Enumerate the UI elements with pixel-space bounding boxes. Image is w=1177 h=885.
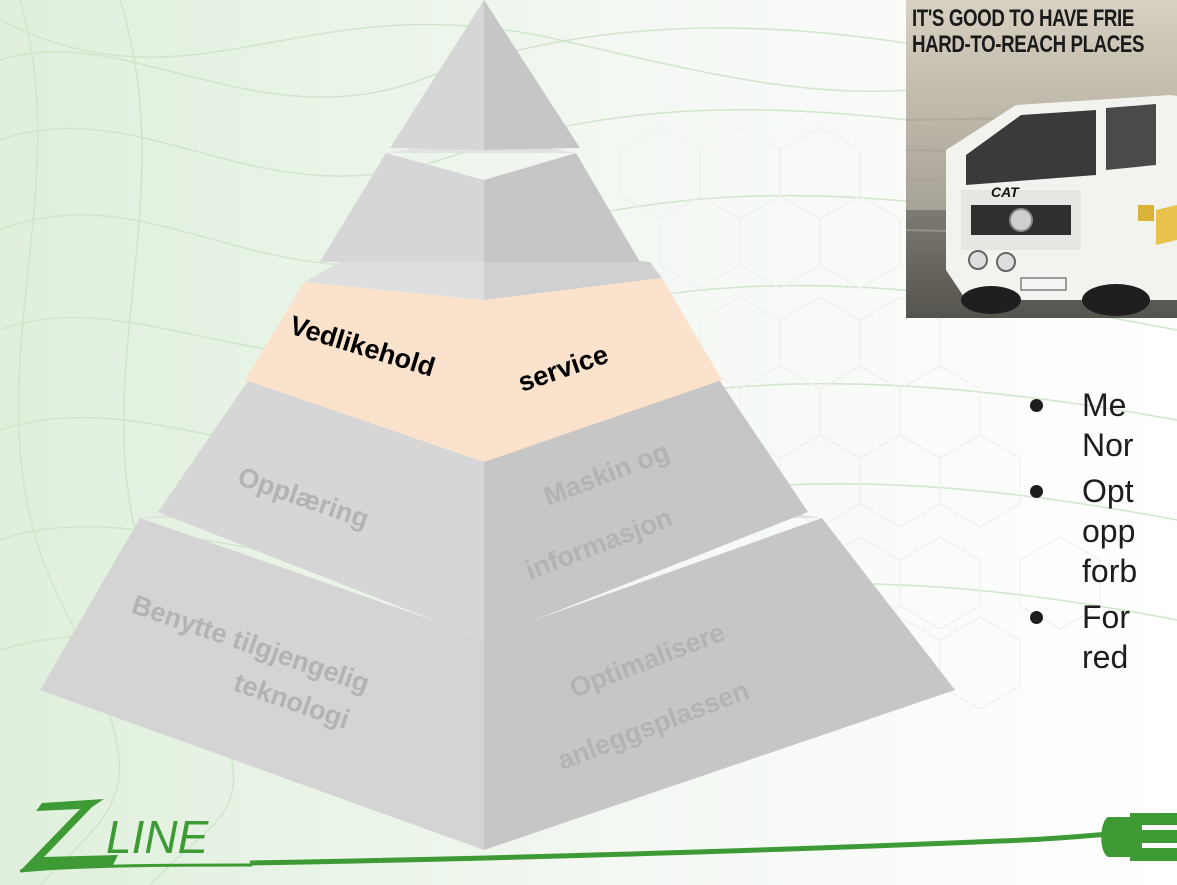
- bullet-item: Opt opp forb: [1030, 471, 1177, 591]
- van-badge-text: CAT: [991, 184, 1020, 200]
- bullet-text-line: opp: [1082, 513, 1136, 549]
- green-cable-line: [249, 830, 1121, 866]
- bullet-dot-icon: [1030, 611, 1043, 624]
- z-logo-mark: [20, 799, 118, 871]
- bullet-dot-icon: [1030, 485, 1043, 498]
- bullet-text-line: Me: [1082, 387, 1127, 423]
- pyramid-tier-2: [320, 146, 640, 262]
- bullet-text-line: Nor: [1082, 427, 1134, 463]
- bullet-text-line: red: [1082, 639, 1129, 675]
- bullet-dot-icon: [1030, 399, 1043, 412]
- plug-icon: [1101, 813, 1177, 861]
- bullet-text-line: forb: [1082, 553, 1138, 589]
- logo-text: LINE: [106, 811, 210, 863]
- bullet-item: For red: [1030, 597, 1177, 677]
- van-illustration: CAT: [906, 0, 1177, 318]
- bullet-item: Me Nor: [1030, 385, 1177, 465]
- photo-headline: IT'S GOOD TO HAVE FRIE HARD-TO-REACH PLA…: [912, 5, 1145, 58]
- bullet-list: Me Nor Opt opp forb For red: [1030, 385, 1177, 683]
- service-van-photo: CAT IT'S GOOD TO HAVE FRIE HARD-TO-REACH…: [906, 0, 1177, 318]
- zline-logo: LINE: [19, 799, 1177, 873]
- bullet-text-line: Opt: [1082, 473, 1134, 509]
- pyramid-top: [390, 0, 580, 150]
- bullet-text-line: For: [1082, 599, 1130, 635]
- photo-headline-line1: IT'S GOOD TO HAVE FRIE: [912, 5, 1134, 32]
- photo-headline-line2: HARD-TO-REACH PLACES: [912, 31, 1145, 58]
